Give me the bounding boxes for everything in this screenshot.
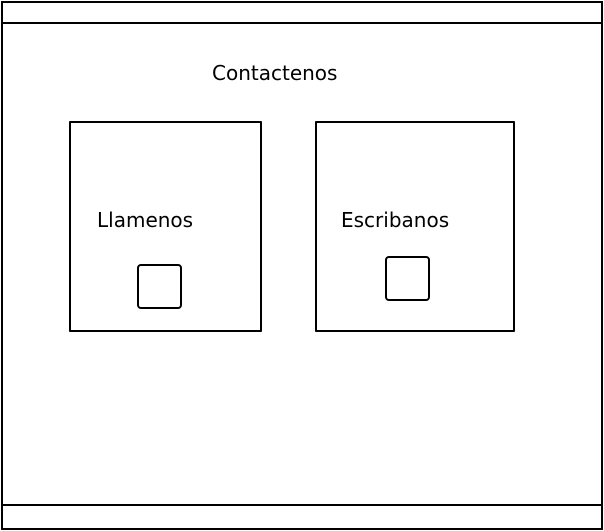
call-card: Llamenos: [69, 121, 262, 332]
call-label: Llamenos: [97, 208, 194, 232]
header-bar: [3, 3, 601, 24]
write-button[interactable]: [385, 256, 430, 301]
write-card: Escribanos: [315, 121, 515, 332]
write-label: Escribanos: [341, 208, 450, 232]
footer-bar: [3, 504, 601, 528]
call-button[interactable]: [137, 264, 182, 309]
page-title: Contactenos: [212, 61, 338, 85]
